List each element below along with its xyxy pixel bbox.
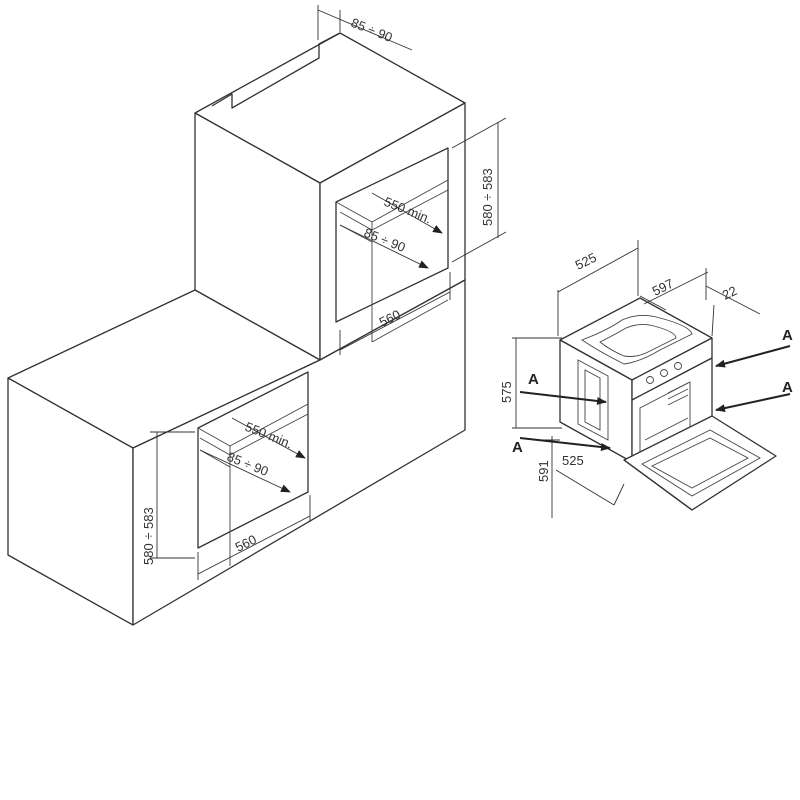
oven-depth-label: 525 <box>573 250 599 273</box>
oven-width-label: 597 <box>650 276 676 299</box>
upper-height-label: 580 ÷ 583 <box>480 168 495 226</box>
upper-block-notch <box>211 32 341 109</box>
oven-front-thickness-label: 22 <box>720 283 740 303</box>
upper-top-depth-label: 85 ÷ 90 <box>349 15 395 45</box>
oven-top-vent <box>581 315 693 365</box>
lower-niche-opening <box>197 371 309 549</box>
knob-1 <box>646 376 654 384</box>
oven: 525 597 22 575 591 525 A A A A <box>499 240 793 518</box>
lower-height-label: 580 ÷ 583 <box>141 507 156 565</box>
oven-height-label: 575 <box>499 381 514 403</box>
upper-niche-opening <box>335 147 449 323</box>
mark-a-right-upper: A <box>782 327 793 344</box>
oven-door-depth-label: 525 <box>562 453 584 468</box>
mark-a-right-lower: A <box>782 379 793 396</box>
knob-3 <box>674 362 682 370</box>
oven-door-height-label: 591 <box>536 460 551 482</box>
knob-2 <box>660 369 668 377</box>
mark-a-left-upper: A <box>528 371 539 388</box>
mark-a-left-lower: A <box>512 439 523 456</box>
oven-door-glass <box>641 429 761 497</box>
lower-niche: 550 min. 85 ÷ 90 560 580 ÷ 583 <box>141 371 311 580</box>
